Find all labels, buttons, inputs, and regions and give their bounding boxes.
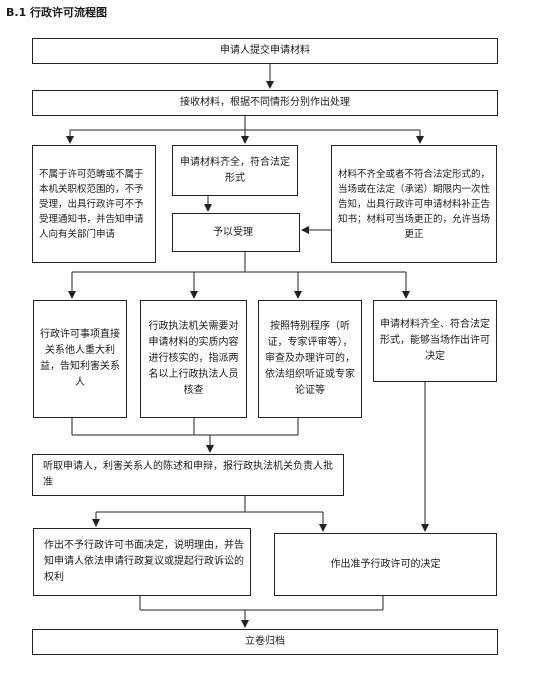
node-on-spot: 申请材料齐全、符合法定形式，能够当场作出许可决定 (373, 300, 497, 382)
node-receive-label: 接收材料，根据不同情形分别作出处理 (180, 97, 350, 108)
node-special: 按照特别程序（听证，专家评审等），审查及办理许可的，依法组织听证或专家论证等 (258, 300, 362, 418)
node-hearing: 听取申请人，利害关系人的陈述和申辩，报行政执法机关负责人批准 (32, 454, 344, 496)
node-archive-label: 立卷归档 (245, 636, 285, 647)
node-grant: 作出准予行政许可的决定 (274, 533, 497, 596)
node-grant-label: 作出准予行政许可的决定 (330, 558, 441, 570)
node-receive: 接收材料，根据不同情形分别作出处理 (32, 90, 498, 116)
node-accept-label: 予以受理 (213, 226, 253, 238)
node-incomplete: 材料不齐全或者不符合法定形式的，当场或在法定（承诺）期限内一次性告知，出具行政许… (331, 145, 497, 263)
node-verify-label: 行政执法机关需要对申请材料的实质内容进行核实的，指派两名以上行政执法人员核查 (148, 321, 239, 396)
node-deny: 作出不予行政许可书面决定，说明理由，并告知申请人依法申请行政复议或提起行政诉讼的… (33, 528, 251, 596)
node-not-in-scope-label: 不属于许可范畴或不属于本机关职权范围的，不予受理，出具行政许可不予受理通知书，并… (39, 168, 144, 240)
node-interested: 行政许可事项直接关系他人重大利益，告知利害关系人 (33, 300, 127, 418)
node-special-label: 按照特别程序（听证，专家评审等），审查及办理许可的，依法组织听证或专家论证等 (265, 321, 355, 396)
diagram-title: B.1 行政许可流程图 (6, 6, 108, 19)
node-archive: 立卷归档 (32, 629, 498, 655)
node-deny-label: 作出不予行政许可书面决定，说明理由，并告知申请人依法申请行政复议或提起行政诉讼的… (44, 540, 244, 583)
node-not-in-scope: 不属于许可范畴或不属于本机关职权范围的，不予受理，出具行政许可不予受理通知书，并… (32, 145, 156, 263)
node-verify: 行政执法机关需要对申请材料的实质内容进行核实的，指派两名以上行政执法人员核查 (140, 300, 247, 418)
node-submit: 申请人提交申请材料 (32, 38, 498, 64)
node-accept: 予以受理 (172, 213, 300, 252)
node-complete: 申请材料齐全，符合法定形式 (172, 145, 298, 196)
node-submit-label: 申请人提交申请材料 (220, 45, 310, 56)
node-on-spot-label: 申请材料齐全、符合法定形式，能够当场作出许可决定 (380, 319, 490, 362)
node-hearing-label: 听取申请人，利害关系人的陈述和申辩，报行政执法机关负责人批准 (43, 461, 333, 488)
node-interested-label: 行政许可事项直接关系他人重大利益，告知利害关系人 (40, 329, 120, 388)
node-complete-label: 申请材料齐全，符合法定形式 (180, 156, 290, 184)
node-incomplete-label: 材料不齐全或者不符合法定形式的，当场或在法定（承诺）期限内一次性告知，出具行政许… (338, 168, 491, 240)
